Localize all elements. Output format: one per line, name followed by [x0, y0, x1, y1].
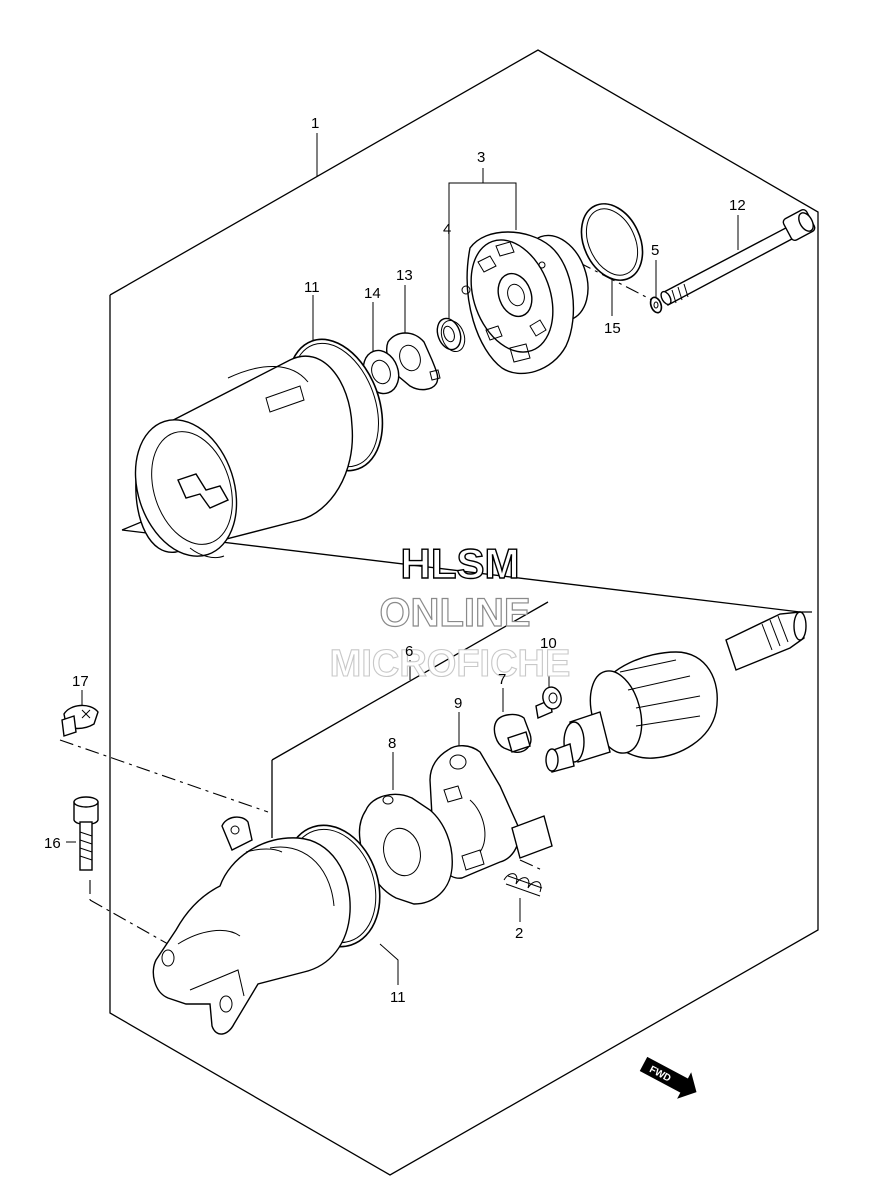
assembly-frame: [109, 49, 819, 1176]
callout-11-lower: 11: [390, 989, 406, 1006]
callout-17: 17: [72, 673, 89, 690]
callout-16: 16: [44, 835, 61, 852]
mounting-bolt-part-16: [73, 796, 99, 871]
insulator-plate-part-8: [358, 793, 453, 905]
end-cover-part-3: [461, 231, 589, 375]
rear-housing-part-6: [152, 816, 351, 1035]
leader-lines: [66, 133, 739, 985]
screw-part-10: [535, 686, 562, 719]
brush-part-7: [493, 713, 532, 753]
watermark: HLSM ONLINE MICROFICHE: [329, 539, 571, 685]
callout-10: 10: [540, 635, 557, 652]
callout-13: 13: [396, 267, 413, 284]
spring-part-2: [503, 873, 543, 897]
watermark-line-2: ONLINE: [379, 591, 530, 635]
screw-part-17: [61, 704, 99, 737]
callout-1: 1: [311, 115, 319, 132]
callout-4: 4: [443, 221, 451, 238]
watermark-line-3: MICROFICHE: [330, 643, 571, 685]
callout-labels: 1 3 4 12 5 15 11 14 13 6 10 7 9 8 17 16 …: [44, 115, 746, 1006]
callout-11-upper: 11: [304, 279, 320, 296]
motor-housing-part-1: [134, 355, 354, 559]
callout-14: 14: [364, 285, 381, 302]
brush-holder-part-9: [429, 745, 553, 879]
callout-15: 15: [604, 320, 621, 337]
callout-9: 9: [454, 695, 462, 712]
callout-8: 8: [388, 735, 396, 752]
callout-7: 7: [498, 671, 506, 688]
callout-12: 12: [729, 197, 746, 214]
watermark-line-1: HLSM: [401, 540, 520, 587]
fwd-arrow-icon: FWD: [639, 1056, 697, 1099]
callout-3: 3: [477, 149, 485, 166]
armature-part: [545, 611, 807, 773]
alignment-lines: [59, 261, 653, 945]
callout-5: 5: [651, 242, 659, 259]
through-bolt-part-12: [660, 209, 816, 307]
bearing-part-4: [436, 317, 466, 352]
callout-2: 2: [515, 925, 523, 942]
callout-6: 6: [405, 643, 413, 660]
washer-part-5: [649, 296, 663, 314]
o-ring-part-15: [580, 203, 644, 281]
